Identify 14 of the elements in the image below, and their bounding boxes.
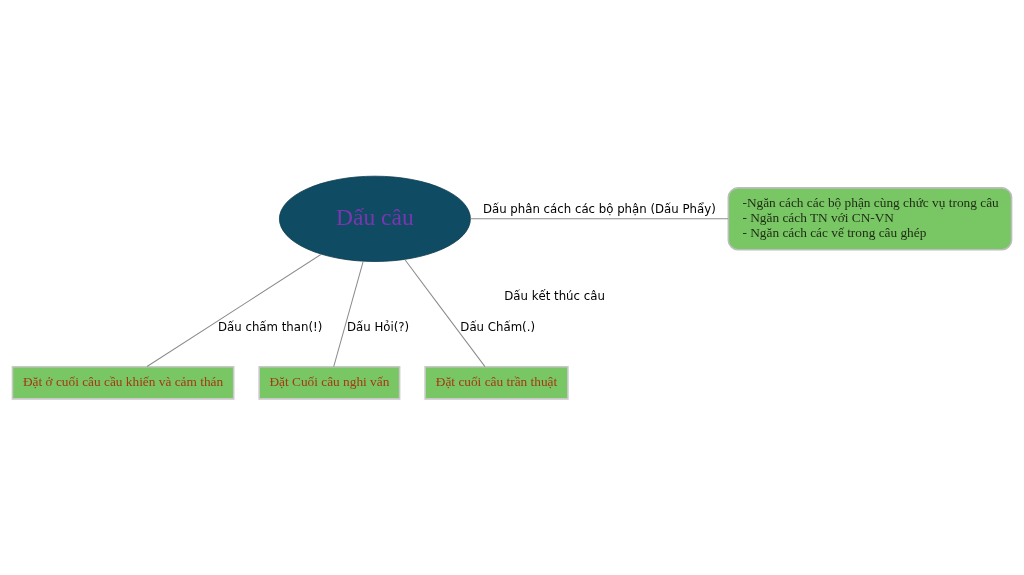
node-box: -Ngăn cách các bộ phận cùng chức vụ trong câu - Ngăn cách TN với CN-VN - Ngăn cách các vế trong câu ghép [727,187,1013,251]
connector [146,253,322,368]
edge-label: Dấu phân cách các bộ phận (Dấu Phẩy) [482,201,716,216]
node-box: Đặt Cuối câu nghi vấn [258,365,401,400]
edge-label: Dấu Chấm(.) [460,319,535,334]
edge-label: Dấu Hỏi(?) [346,319,410,334]
connector [404,259,486,368]
label: Dấu kết thúc câu [504,288,605,303]
node-box: Đặt cuối câu trần thuật [424,365,569,400]
connector [333,260,364,368]
connector [469,218,729,220]
node-box: Đặt ở cuối câu cầu khiến và cảm thán [11,365,235,400]
edge-label: Dấu chấm than(!) [218,319,323,334]
node-ellipse: Dấu câu [279,175,471,262]
